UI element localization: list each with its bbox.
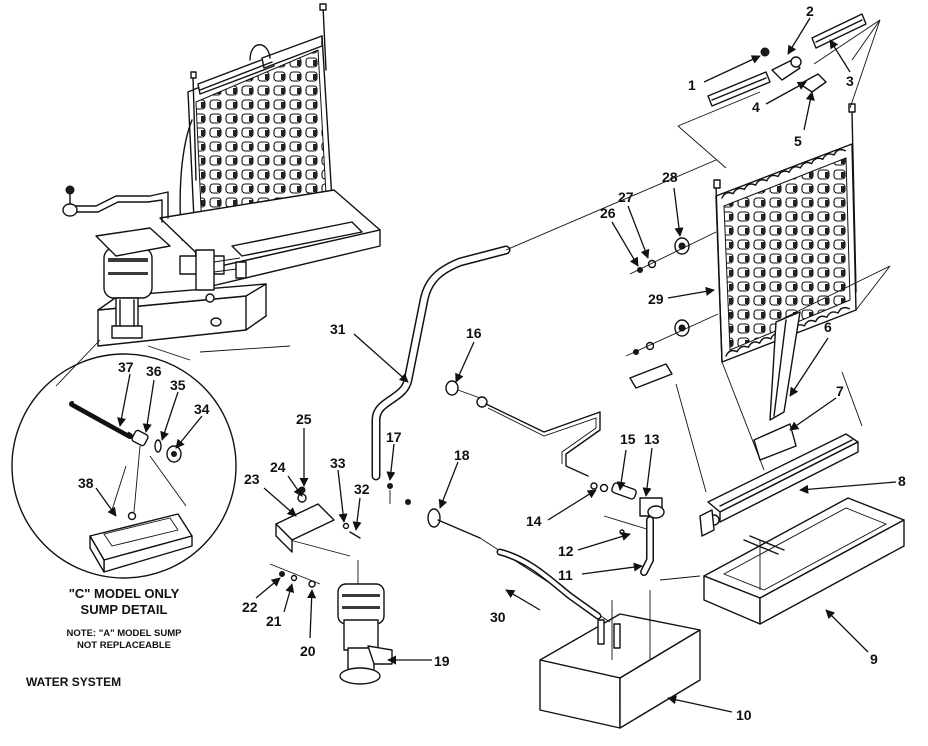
callout-8: 8 <box>898 473 906 489</box>
callout-26: 26 <box>600 205 616 221</box>
callout-27: 27 <box>618 189 634 205</box>
callout-20: 20 <box>300 643 316 659</box>
water-tube <box>371 159 717 481</box>
callout-10: 10 <box>736 707 752 723</box>
inlet-parts <box>387 483 611 623</box>
float-valve <box>590 482 665 576</box>
distributor-tube <box>445 380 601 477</box>
callout-37: 37 <box>118 359 134 375</box>
callout-5: 5 <box>794 133 802 149</box>
reservoir-pan <box>703 497 905 625</box>
callout-30: 30 <box>490 609 506 625</box>
callout-23: 23 <box>244 471 260 487</box>
sump-note-line1: NOTE: "A" MODEL SUMP <box>67 628 183 639</box>
callout-17: 17 <box>386 429 402 445</box>
callout-38: 38 <box>78 475 94 491</box>
assembled-unit-illustration <box>55 3 381 387</box>
mounting-hardware <box>625 231 719 389</box>
callout-18: 18 <box>454 447 470 463</box>
water-trough <box>699 433 859 537</box>
callout-1: 1 <box>688 77 696 93</box>
callout-15: 15 <box>620 431 636 447</box>
callout-labels: 1 2 3 4 5 6 7 8 9 10 11 12 13 14 15 16 1… <box>78 3 906 723</box>
callout-4: 4 <box>752 99 760 115</box>
pump-bracket <box>269 486 361 588</box>
callout-14: 14 <box>526 513 542 529</box>
callout-19: 19 <box>434 653 450 669</box>
callout-3: 3 <box>846 73 854 89</box>
sump-detail-circle <box>11 353 237 579</box>
curtain-parts <box>753 311 801 461</box>
callout-7: 7 <box>836 383 844 399</box>
callout-36: 36 <box>146 363 162 379</box>
callout-13: 13 <box>644 431 660 447</box>
callout-6: 6 <box>824 319 832 335</box>
sump-detail-line2: SUMP DETAIL <box>81 602 168 617</box>
callout-2: 2 <box>806 3 814 19</box>
evaporator-assembly <box>675 19 891 493</box>
callout-9: 9 <box>870 651 878 667</box>
callout-leaders <box>95 17 897 713</box>
pump-motor <box>289 539 393 685</box>
sump-note-line2: NOT REPLACEABLE <box>77 640 171 651</box>
callout-31: 31 <box>330 321 346 337</box>
callout-28: 28 <box>662 169 678 185</box>
callout-11: 11 <box>558 567 573 583</box>
page-title: WATER SYSTEM <box>26 675 121 689</box>
callout-24: 24 <box>270 459 286 475</box>
callout-35: 35 <box>170 377 186 393</box>
callout-34: 34 <box>194 401 210 417</box>
callout-16: 16 <box>466 325 482 341</box>
sump-detail-line1: "C" MODEL ONLY <box>69 586 180 601</box>
callout-29: 29 <box>648 291 664 307</box>
callout-25: 25 <box>296 411 312 427</box>
callout-12: 12 <box>558 543 574 559</box>
captions: "C" MODEL ONLY SUMP DETAIL NOTE: "A" MOD… <box>26 586 182 689</box>
callout-33: 33 <box>330 455 346 471</box>
sump-pan <box>539 575 701 729</box>
callout-21: 21 <box>266 613 282 629</box>
callout-22: 22 <box>242 599 258 615</box>
callout-32: 32 <box>354 481 370 497</box>
